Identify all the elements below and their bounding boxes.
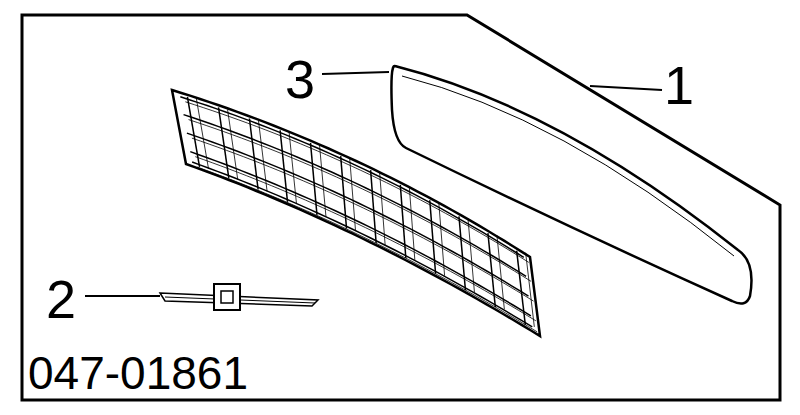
- insert-panel: [391, 66, 751, 304]
- callout-number: 1: [664, 58, 694, 112]
- leader-line: [590, 86, 662, 90]
- callout-number: 3: [285, 52, 315, 106]
- clip-illustration: [160, 284, 318, 310]
- leader-line: [322, 72, 389, 74]
- frame-border: [22, 15, 780, 400]
- part-number: 047-01861: [28, 350, 248, 396]
- callout-number: 2: [46, 272, 76, 326]
- leader-line: [85, 295, 160, 297]
